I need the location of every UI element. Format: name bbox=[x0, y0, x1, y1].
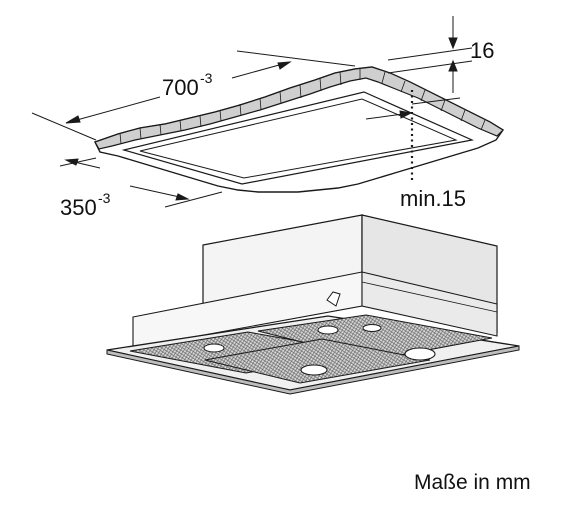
light-right-front bbox=[404, 347, 436, 361]
dimension-lines bbox=[31, 16, 473, 208]
depth-arrow-right bbox=[129, 185, 185, 199]
width-value: 700 bbox=[162, 75, 199, 100]
latch-tab bbox=[326, 291, 341, 307]
thickness-value: 16 bbox=[470, 38, 494, 63]
depth-value: 350 bbox=[60, 195, 97, 220]
light-center-rear bbox=[362, 324, 382, 332]
width-arrow-left bbox=[65, 96, 161, 124]
hood-unit bbox=[106, 214, 520, 395]
units-caption: Maße in mm bbox=[414, 471, 531, 494]
clearance-value: min.15 bbox=[400, 186, 466, 211]
light-left-front bbox=[300, 364, 328, 376]
frame-inner-opening bbox=[139, 98, 458, 179]
installation-frame bbox=[94, 66, 504, 193]
light-right-rear bbox=[317, 325, 339, 335]
light-left-rear bbox=[203, 343, 225, 353]
width-tolerance: -3 bbox=[200, 70, 213, 86]
frame-thickness-band bbox=[94, 66, 504, 150]
dimension-labels: 700 -3 350 -3 16 min.15 bbox=[60, 38, 494, 220]
housing-trim-side bbox=[361, 271, 498, 337]
grease-filter-front bbox=[204, 338, 431, 384]
depth-tolerance: -3 bbox=[98, 190, 111, 206]
